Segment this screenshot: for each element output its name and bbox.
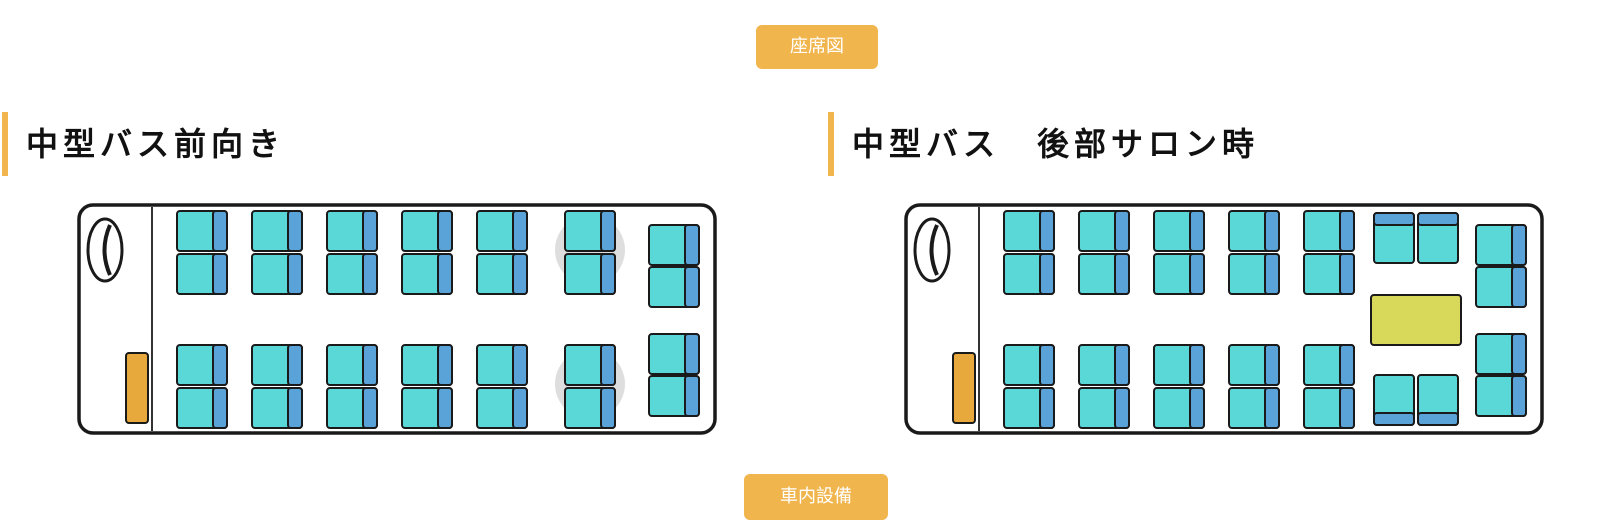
seat [1078, 253, 1130, 295]
seat [326, 387, 378, 429]
bus-diagram-salon [904, 203, 1544, 435]
seat [1228, 210, 1280, 252]
entrance-door [952, 352, 976, 424]
seat [1153, 387, 1205, 429]
seat [176, 387, 228, 429]
seat [1228, 253, 1280, 295]
seat [401, 387, 453, 429]
seat [1475, 375, 1527, 417]
seat [1373, 212, 1415, 264]
seat [564, 387, 616, 429]
seat [1417, 374, 1459, 426]
seat [564, 210, 616, 252]
seat [476, 387, 528, 429]
seat [1003, 344, 1055, 386]
seat [564, 344, 616, 386]
seat [251, 387, 303, 429]
diagram-title-salon: 中型バス 後部サロン時 [828, 112, 1259, 176]
seat [176, 344, 228, 386]
seat [1303, 210, 1355, 252]
seat [1153, 344, 1205, 386]
seat [401, 344, 453, 386]
seat-map-button[interactable]: 座席図 [756, 25, 878, 69]
entrance-door [125, 352, 149, 424]
seat [1078, 210, 1130, 252]
seat [1228, 387, 1280, 429]
seat [251, 210, 303, 252]
seat [1078, 387, 1130, 429]
seat [251, 344, 303, 386]
seat [476, 253, 528, 295]
seat [1153, 210, 1205, 252]
seat [176, 253, 228, 295]
seat [1303, 387, 1355, 429]
seat [1303, 253, 1355, 295]
seat [326, 210, 378, 252]
seat [1417, 212, 1459, 264]
seat [648, 224, 700, 266]
seat [648, 266, 700, 308]
seat [176, 210, 228, 252]
seat [251, 253, 303, 295]
interior-equipment-button[interactable]: 車内設備 [744, 474, 888, 520]
seat [564, 253, 616, 295]
seat [476, 210, 528, 252]
bus-diagram-forward [77, 203, 717, 435]
seat [326, 344, 378, 386]
seat [1373, 374, 1415, 426]
seat [1475, 333, 1527, 375]
seat [1228, 344, 1280, 386]
seat [1003, 387, 1055, 429]
salon-table [1370, 294, 1462, 346]
seat [648, 375, 700, 417]
seat [1003, 210, 1055, 252]
seat [648, 333, 700, 375]
seat [1153, 253, 1205, 295]
seat [1475, 266, 1527, 308]
seat [1475, 224, 1527, 266]
seat [326, 253, 378, 295]
seat [1078, 344, 1130, 386]
seat [401, 210, 453, 252]
seat [1003, 253, 1055, 295]
seat [1303, 344, 1355, 386]
seat [476, 344, 528, 386]
diagram-title-forward: 中型バス前向き [2, 112, 285, 176]
seat [401, 253, 453, 295]
